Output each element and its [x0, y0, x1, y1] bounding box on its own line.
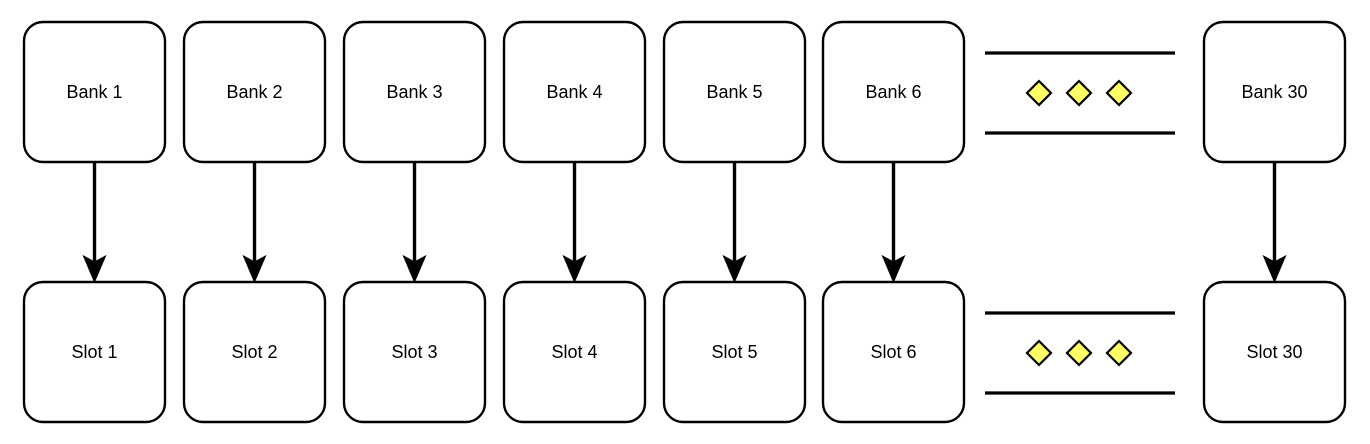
node-shape[interactable]: [342, 20, 487, 164]
ellipsis-diamond-icon: [1025, 79, 1053, 107]
edge-arrowhead-icon: [242, 254, 267, 284]
node-shape[interactable]: [182, 20, 327, 164]
node-bank-5[interactable]: Bank 5: [662, 20, 807, 164]
edge-layer: [82, 162, 1287, 284]
ellipsis-diamond-icon: [1025, 339, 1053, 367]
node-label: Bank 6: [865, 82, 921, 102]
edge-bank-2-to-slot-2: [242, 162, 267, 284]
node-label: Slot 6: [870, 342, 916, 362]
edge-bank-4-to-slot-4: [562, 162, 587, 284]
row-banks: Bank 1 Bank 2 Bank 3 Bank 4 Bank 5 Bank 6 Bank…: [22, 20, 1347, 164]
edge-bank-3-to-slot-3: [402, 162, 427, 284]
node-shape[interactable]: [22, 20, 167, 164]
edge-bank-30-to-slot-30: [1262, 162, 1287, 284]
node-shape[interactable]: [182, 280, 327, 424]
ellipsis-diamond-icon: [1065, 339, 1093, 367]
node-shape[interactable]: [662, 280, 807, 424]
node-shape[interactable]: [22, 280, 167, 424]
node-label: Bank 3: [386, 82, 442, 102]
node-slot-6[interactable]: Slot 6: [821, 280, 966, 424]
node-shape[interactable]: [821, 20, 966, 164]
edge-arrowhead-icon: [562, 254, 587, 284]
edge-bank-6-to-slot-6: [881, 162, 906, 284]
edge-arrowhead-icon: [402, 254, 427, 284]
node-bank-6[interactable]: Bank 6: [821, 20, 966, 164]
banks-ellipsis: [985, 51, 1175, 135]
node-shape[interactable]: [821, 280, 966, 424]
node-label: Bank 2: [226, 82, 282, 102]
node-bank-4[interactable]: Bank 4: [502, 20, 647, 164]
node-label: Slot 2: [231, 342, 277, 362]
node-label: Bank 1: [66, 82, 122, 102]
edge-arrowhead-icon: [881, 254, 906, 284]
node-shape[interactable]: [502, 280, 647, 424]
edge-bank-5-to-slot-5: [722, 162, 747, 284]
node-slot-2[interactable]: Slot 2: [182, 280, 327, 424]
node-bank-3[interactable]: Bank 3: [342, 20, 487, 164]
node-slot-3[interactable]: Slot 3: [342, 280, 487, 424]
node-shape[interactable]: [1202, 20, 1347, 164]
row-slots: Slot 1 Slot 2 Slot 3 Slot 4 Slot 5 Slot 6 Slot…: [22, 280, 1347, 424]
node-slot-30[interactable]: Slot 30: [1202, 280, 1347, 424]
edge-arrowhead-icon: [82, 254, 107, 284]
node-label: Slot 3: [391, 342, 437, 362]
node-label: Slot 5: [711, 342, 757, 362]
node-shape[interactable]: [502, 20, 647, 164]
edge-arrowhead-icon: [722, 254, 747, 284]
ellipsis-diamond-icon: [1105, 339, 1133, 367]
slots-ellipsis: [985, 311, 1175, 395]
node-bank-2[interactable]: Bank 2: [182, 20, 327, 164]
node-shape[interactable]: [662, 20, 807, 164]
node-label: Slot 30: [1246, 342, 1302, 362]
node-slot-4[interactable]: Slot 4: [502, 280, 647, 424]
node-slot-5[interactable]: Slot 5: [662, 280, 807, 424]
node-shape[interactable]: [1202, 280, 1347, 424]
node-slot-1[interactable]: Slot 1: [22, 280, 167, 424]
ellipsis-diamond-icon: [1105, 79, 1133, 107]
node-label: Bank 30: [1241, 82, 1307, 102]
ellipsis-diamond-icon: [1065, 79, 1093, 107]
node-bank-30[interactable]: Bank 30: [1202, 20, 1347, 164]
node-shape[interactable]: [342, 280, 487, 424]
node-label: Slot 4: [551, 342, 597, 362]
node-label: Bank 5: [706, 82, 762, 102]
node-label: Slot 1: [71, 342, 117, 362]
node-bank-1[interactable]: Bank 1: [22, 20, 167, 164]
edge-arrowhead-icon: [1262, 254, 1287, 284]
edge-bank-1-to-slot-1: [82, 162, 107, 284]
node-label: Bank 4: [546, 82, 602, 102]
